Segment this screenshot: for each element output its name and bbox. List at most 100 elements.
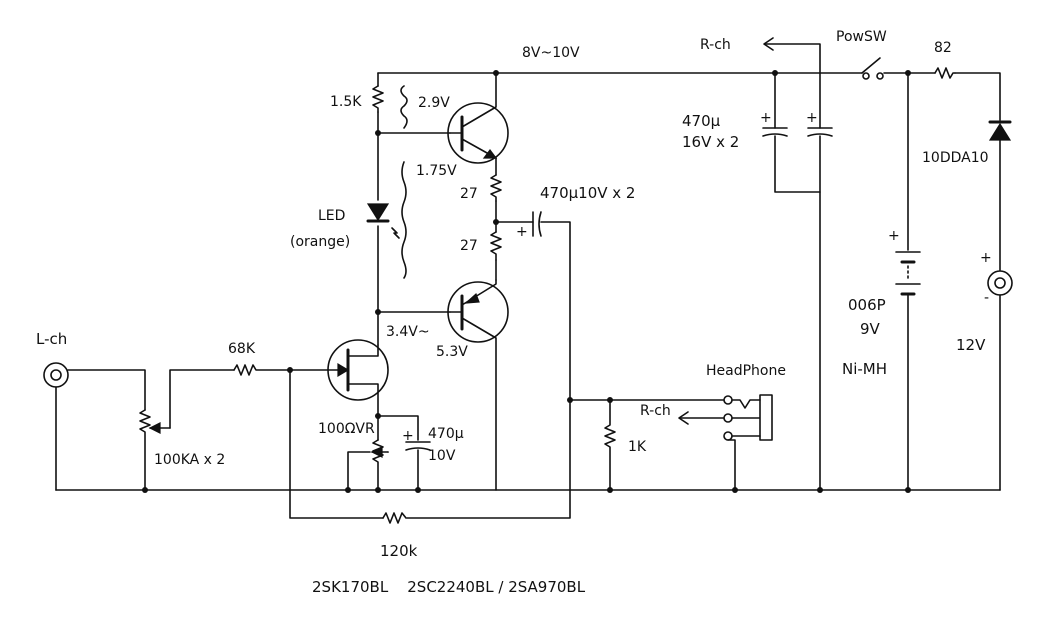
parts-list-label: 2SK170BL 2SC2240BL / 2SA970BL [312, 578, 586, 596]
volume-pot-wiper-wire [169, 369, 235, 429]
source-cap-wire [377, 415, 419, 441]
led-color-label: (orange) [290, 234, 350, 250]
hp-rch-arrow [678, 411, 689, 425]
brace-1-75v [401, 161, 407, 279]
gnd-junction-3 [375, 487, 381, 493]
resistor-82 [934, 67, 956, 79]
resistor-120k-label: 120k [380, 542, 418, 560]
pow-switch-contact-b [876, 72, 884, 80]
hp-contact-l [723, 395, 733, 405]
supply-cap-label: 470μ [682, 112, 721, 130]
hp-rch-label: R-ch [640, 403, 671, 419]
feedback-wire-right [406, 399, 571, 519]
output-cap-wire-right [540, 221, 571, 401]
voltage-5-3v-label: 5.3V [436, 344, 468, 360]
npn-collector [461, 72, 497, 128]
resistor-27-upper-label: 27 [460, 186, 478, 202]
voltage-2-9v-label: 2.9V [418, 95, 450, 111]
pnp-emitter-arrow [464, 292, 480, 304]
gnd-junction-5 [607, 487, 613, 493]
led-label: LED [318, 208, 345, 224]
led-emission-arrows [391, 227, 400, 239]
source-cap-plus: + [402, 428, 414, 444]
lch-input-jack-outer [43, 362, 69, 388]
battery-chemistry-label: Ni-MH [842, 360, 887, 378]
resistor-68k [233, 364, 291, 376]
gnd-junction-4 [415, 487, 421, 493]
hp-contact-gnd [723, 431, 733, 441]
gnd-junction-1 [142, 487, 148, 493]
source-cap-rating-label: 10V [428, 448, 456, 464]
dc-jack-minus: - [984, 290, 989, 306]
supply-cap1-plus: + [760, 110, 772, 126]
pow-switch-contact-a [862, 72, 870, 80]
supply-cap1-plate-bottom [762, 133, 788, 137]
resistor-1k-label: 1K [628, 439, 647, 455]
gnd-junction-2 [345, 487, 351, 493]
resistor-68k-label: 68K [228, 341, 256, 357]
volume-pot-label: 100KA x 2 [154, 452, 225, 468]
hp-jack-tip [731, 399, 761, 409]
diode-symbol [988, 122, 1012, 141]
resistor-27-lower [490, 231, 502, 261]
supply-cap1-lead-bottom [774, 135, 821, 193]
supply-cap2-plus: + [806, 110, 818, 126]
resistor-82-label: 82 [934, 40, 952, 56]
dc-jack-inner [994, 277, 1006, 289]
jfet-gate-arrow [337, 362, 350, 378]
dc-voltage-label: 12V [956, 336, 986, 354]
resistor-1k [604, 399, 616, 491]
resistor-1-5k-label: 1.5K [330, 94, 362, 110]
hp-jack-sleeve [731, 394, 773, 441]
rch-top-label: R-ch [700, 37, 731, 53]
rch-top-arrow [763, 37, 774, 51]
pow-switch [861, 57, 881, 74]
voltage-1-75v-label: 1.75V [416, 163, 457, 179]
dc-jack-plus: + [980, 250, 992, 266]
source-cap-plate-bottom [405, 447, 431, 451]
diode-label: 10DDA10 [922, 150, 989, 166]
vr-100-label: 100ΩVR [318, 421, 375, 437]
jfet-source [347, 383, 379, 441]
output-cap-plate-curved [538, 211, 542, 237]
resistor-120k [382, 512, 407, 524]
pow-sw-label: PowSW [836, 29, 887, 45]
source-cap-label: 470μ [428, 426, 464, 442]
resistor-27-lower-label: 27 [460, 238, 478, 254]
output-cap-plus: + [516, 224, 528, 240]
pnp-collector [461, 317, 497, 491]
npn-emitter-arrow [482, 149, 498, 159]
supply-cap-rating-label: 16V x 2 [682, 133, 739, 151]
dc-jack-outer [987, 270, 1013, 296]
volume-pot-resistor [139, 409, 151, 491]
supply-cap2-plate-bottom [807, 133, 833, 137]
jfet-drain [347, 344, 379, 357]
lch-label: L-ch [36, 330, 67, 348]
hp-gnd-wire [727, 439, 736, 491]
output-cap-label: 470μ10V x 2 [540, 184, 635, 202]
feedback-wire-left [289, 369, 384, 519]
brace-2-9v [400, 85, 408, 129]
lch-input-wire [67, 369, 146, 411]
vr-wiper-to-gnd [347, 451, 371, 491]
resistor-27-upper [490, 174, 502, 202]
top-rail-right-wire [883, 72, 1001, 121]
junction-top-rail [493, 70, 499, 76]
hp-contact-r [723, 413, 733, 423]
battery-plus: + [888, 228, 900, 244]
volume-pot-wiper-arrow [148, 422, 161, 434]
resistor-1-5k [372, 85, 384, 113]
voltage-3-4v-label: 3.4V~ [386, 324, 430, 340]
battery-type-label: 006P [848, 296, 886, 314]
headphone-label: HeadPhone [706, 363, 786, 379]
led-symbol [366, 203, 390, 222]
battery-voltage-label: 9V [860, 320, 881, 338]
lch-input-jack-inner [50, 369, 62, 381]
rail-voltage-label: 8V~10V [522, 45, 580, 61]
vr-100-wiper-arrow [370, 446, 383, 458]
npn-transistor-body [447, 102, 509, 164]
pnp-transistor-body [447, 281, 509, 343]
rch-top-wire [764, 43, 821, 74]
